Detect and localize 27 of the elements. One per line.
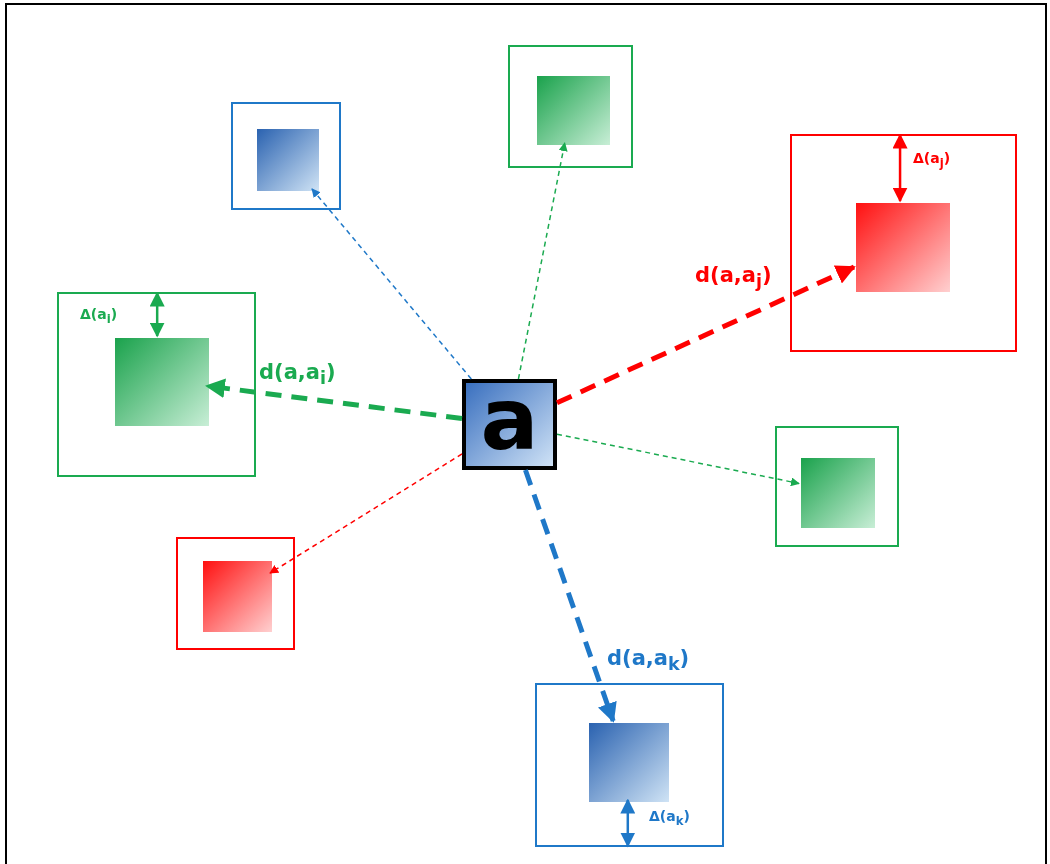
dashed-arrow <box>517 142 568 380</box>
edge-label: Δ(a$_{k}$) <box>647 808 692 828</box>
element-square <box>856 203 950 292</box>
outer-frame <box>775 426 899 547</box>
center-element-box <box>462 379 557 470</box>
dashed-arrow <box>523 469 617 723</box>
element-square <box>115 338 209 426</box>
dashed-arrow <box>311 188 473 380</box>
dashed-arrow <box>205 378 463 421</box>
outer-frame <box>790 134 1017 352</box>
element-square <box>801 458 875 528</box>
dashed-arrow <box>556 433 800 487</box>
outer-frame <box>57 292 256 477</box>
dashed-arrow <box>555 264 856 406</box>
element-letter: a <box>479 369 540 469</box>
element-square <box>589 723 669 802</box>
outer-frame <box>176 537 295 650</box>
double-arrow <box>892 133 908 203</box>
element-square <box>203 561 272 632</box>
double-arrow <box>620 798 636 848</box>
double-arrow <box>149 291 165 338</box>
element-square <box>537 76 610 145</box>
element-square <box>257 129 319 191</box>
outer-frame <box>535 683 724 847</box>
dashed-arrow <box>269 453 463 574</box>
outer-frame <box>231 102 341 210</box>
outer-frame <box>508 45 633 168</box>
